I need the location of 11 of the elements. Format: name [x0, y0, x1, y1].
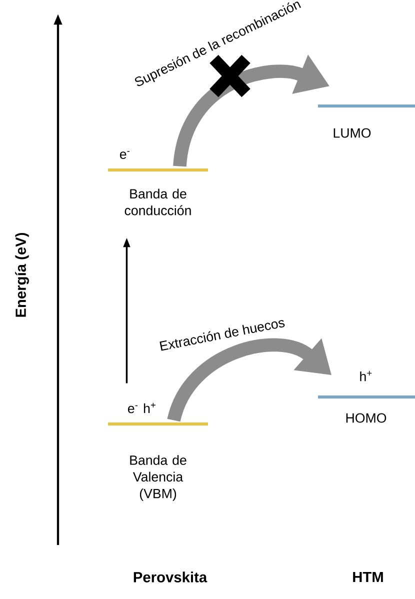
column-label: HTM: [353, 572, 383, 582]
column-label: Perovskita: [134, 572, 208, 582]
charge-label: e$^{-}$ h$^{+}$: [128, 402, 156, 414]
charge-label: e$^{-}$: [120, 151, 130, 159]
edge-label: Extracción de huecos: [156, 315, 288, 353]
axis-label: Energía (eV): [15, 232, 29, 317]
band-label: Banda de Valencia (VBM): [130, 455, 186, 501]
charge-label: h$^{+}$: [360, 370, 372, 382]
level-label: LUMO: [334, 128, 371, 138]
band-label: Banda de conducción: [124, 188, 191, 216]
level-label: HOMO: [346, 413, 386, 423]
